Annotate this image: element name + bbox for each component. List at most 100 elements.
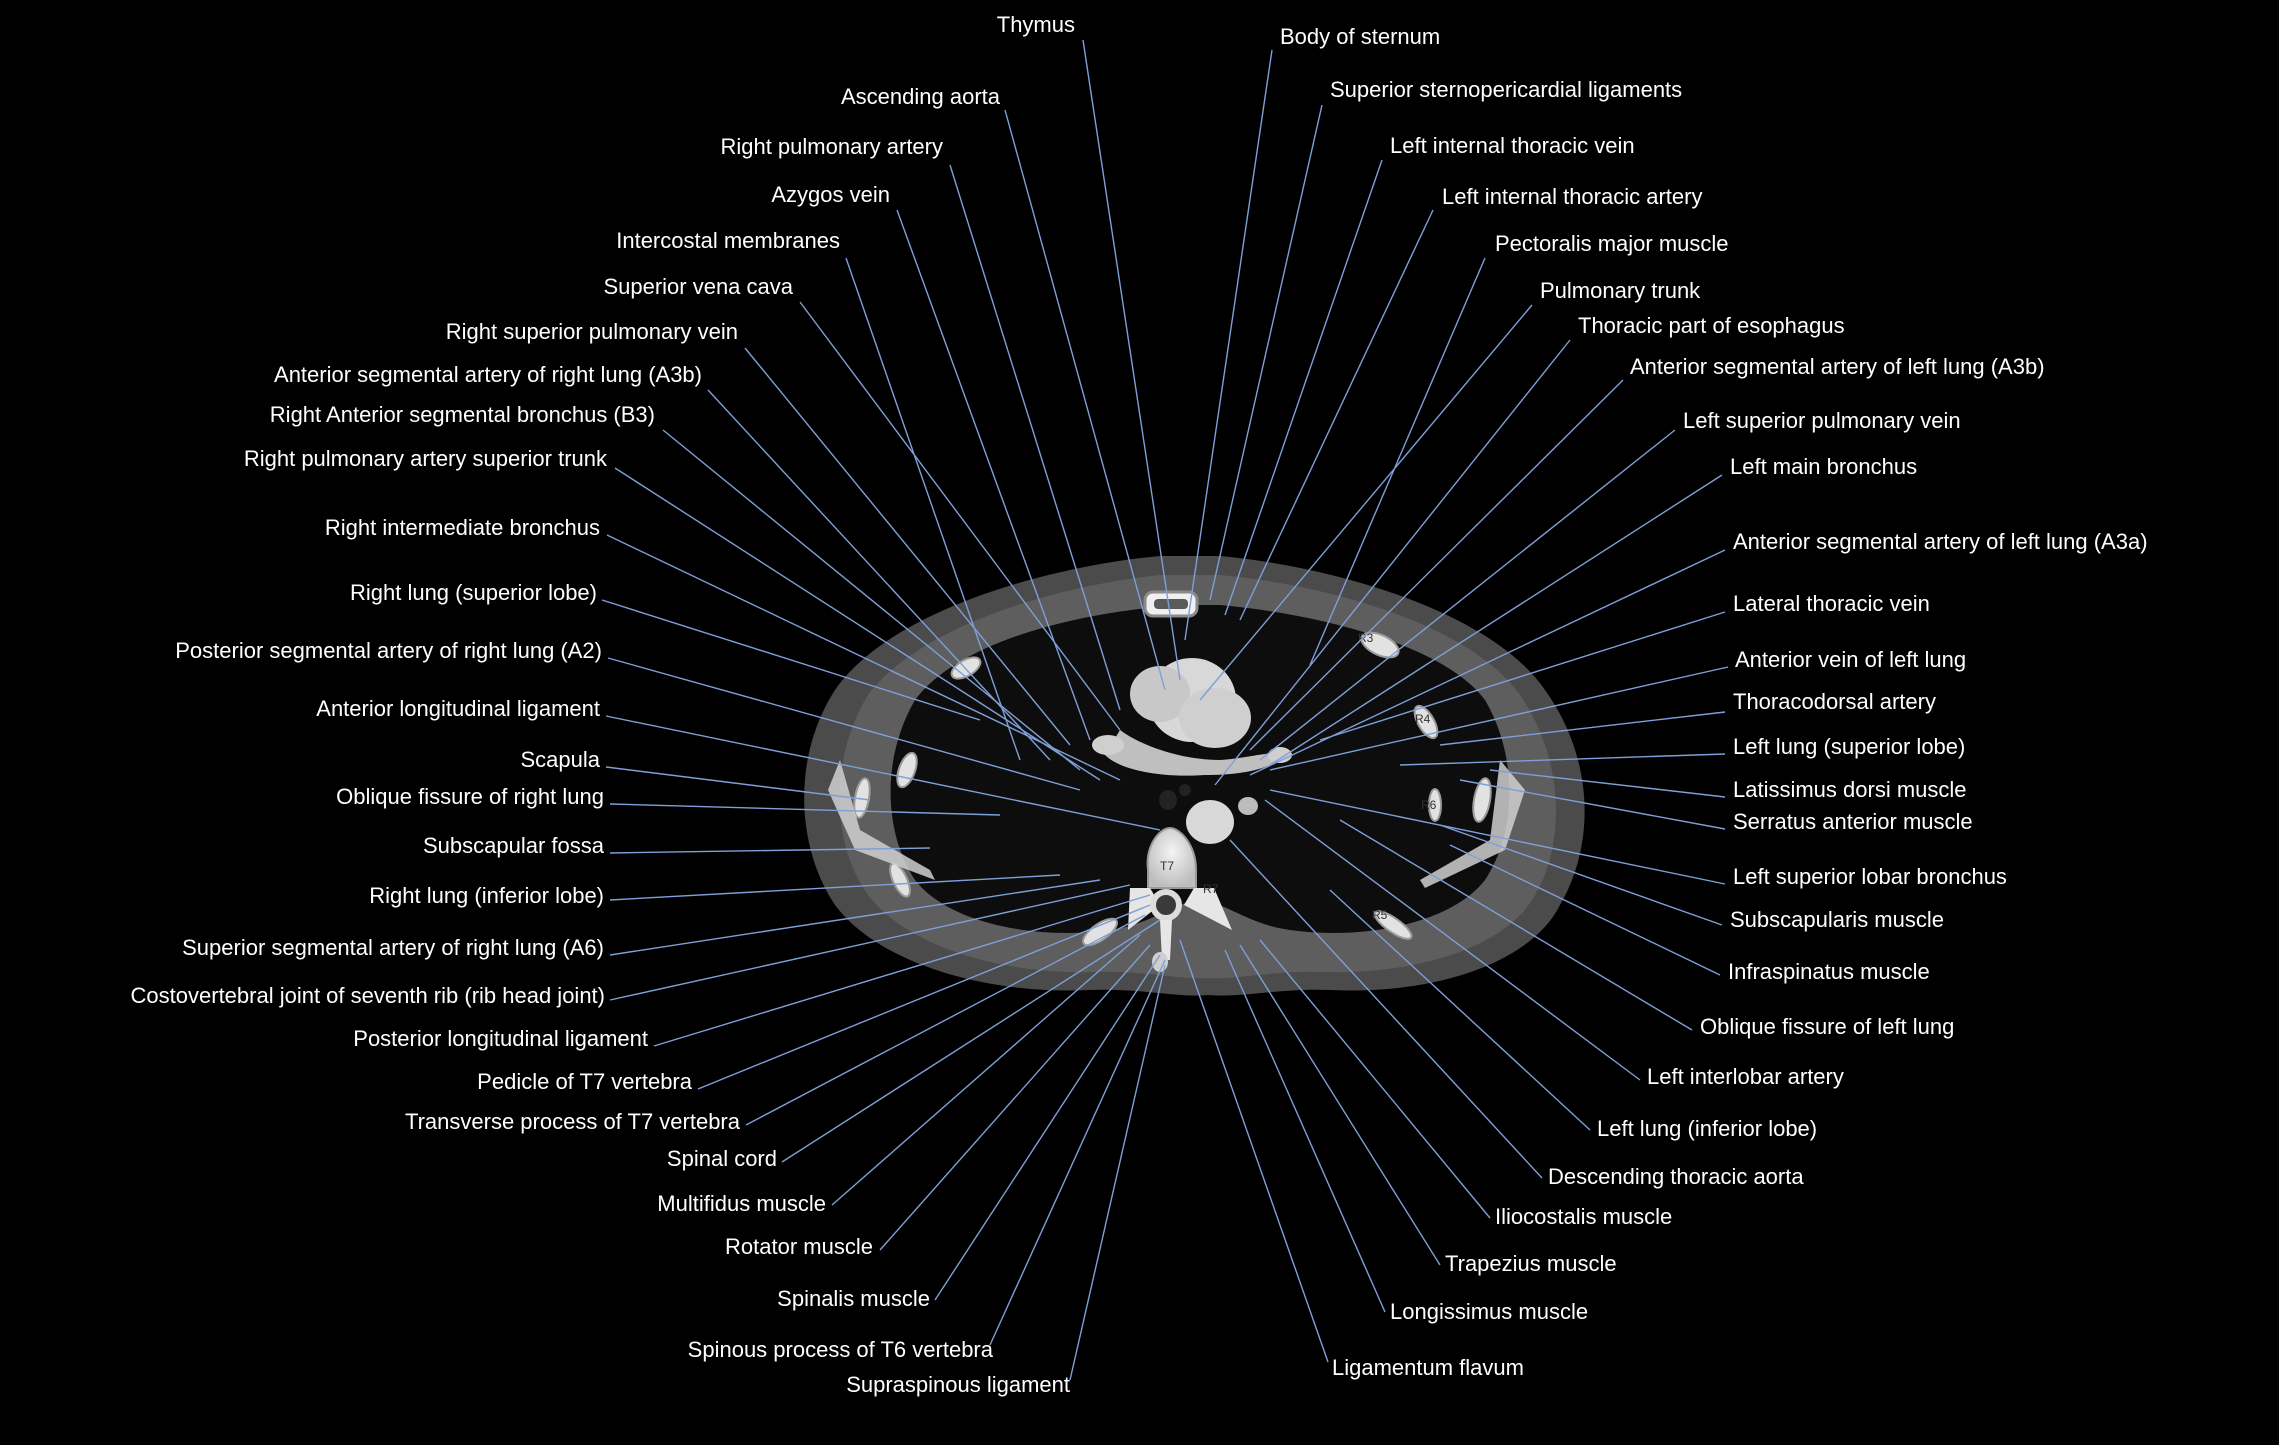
label-anterior-segmental-artery-of-right-lung-a3b: Anterior segmental artery of right lung … [274,362,702,387]
right-scapula [828,760,935,880]
leader-costovertebral-joint-of-seventh-rib-rib-head-joint [609,884,1131,1001]
leader-thoracodorsal-artery [1439,711,1726,746]
leader-right-pulmonary-artery-superior-trunk [614,467,1101,781]
label-ascending-aorta: Ascending aorta [841,84,1000,109]
label-pulmonary-trunk: Pulmonary trunk [1540,278,1701,303]
label-left-internal-thoracic-artery: Left internal thoracic artery [1442,184,1703,209]
label-multifidus-muscle: Multifidus muscle [657,1191,826,1216]
label-thoracodorsal-artery: Thoracodorsal artery [1733,689,1936,714]
label-left-lung-superior-lobe: Left lung (superior lobe) [1733,734,1966,759]
label-posterior-longitudinal-ligament: Posterior longitudinal ligament [353,1026,648,1051]
leader-right-superior-pulmonary-vein [744,347,1071,746]
label-serratus-anterior-muscle: Serratus anterior muscle [1733,809,1973,834]
leader-anterior-vein-of-left-lung [1269,666,1729,771]
leader-serratus-anterior-muscle [1459,779,1726,830]
ribs [853,631,1492,947]
label-latissimus-dorsi-muscle: Latissimus dorsi muscle [1733,777,1967,802]
leader-intercostal-membranes [845,257,1021,761]
label-anterior-longitudinal-ligament: Anterior longitudinal ligament [316,696,600,721]
label-anterior-segmental-artery-of-left-lung-a3b: Anterior segmental artery of left lung (… [1630,354,2045,379]
tag-t7: T7 [1160,859,1174,873]
leader-left-lung-superior-lobe [1399,753,1726,766]
label-right-anterior-segmental-bronchus-b3: Right Anterior segmental bronchus (B3) [269,402,655,427]
leader-pulmonary-trunk [1199,304,1533,701]
label-descending-thoracic-aorta: Descending thoracic aorta [1548,1164,1804,1189]
leader-transverse-process-of-t7-vertebra [745,914,1146,1126]
t7-vertebra [1128,826,1232,972]
label-right-pulmonary-artery-superior-trunk: Right pulmonary artery superior trunk [243,446,607,471]
label-body-of-sternum: Body of sternum [1280,24,1441,49]
label-left-internal-thoracic-vein: Left internal thoracic vein [1390,133,1635,158]
leader-posterior-longitudinal-ligament [653,894,1151,1047]
leader-superior-segmental-artery-of-right-lung-a6 [609,879,1101,956]
leader-right-lung-inferior-lobe [609,874,1061,901]
label-oblique-fissure-of-left-lung: Oblique fissure of left lung [1700,1014,1955,1039]
leader-superior-vena-cava [799,301,1121,731]
leader-lines [601,39,1729,1381]
tag-r4: R4 [1415,712,1431,726]
label-left-interlobar-artery: Left interlobar artery [1647,1064,1844,1089]
leader-thoracic-part-of-esophagus [1214,339,1571,786]
label-superior-vena-cava: Superior vena cava [603,274,793,299]
leader-superior-sternopericardial-ligaments [1209,104,1323,601]
label-trapezius-muscle: Trapezius muscle [1445,1251,1617,1276]
label-right-lung-inferior-lobe: Right lung (inferior lobe) [369,883,604,908]
left-scapula [1420,760,1525,888]
label-ligamentum-flavum: Ligamentum flavum [1332,1355,1524,1380]
label-spinalis-muscle: Spinalis muscle [777,1286,930,1311]
label-anterior-vein-of-left-lung: Anterior vein of left lung [1735,647,1967,672]
leader-iliocostalis-muscle [1259,939,1491,1219]
tag-r3: R3 [1358,631,1374,645]
label-transverse-process-of-t7-vertebra: Transverse process of T7 vertebra [404,1109,740,1134]
label-spinal-cord: Spinal cord [666,1146,777,1171]
label-thoracic-part-of-esophagus: Thoracic part of esophagus [1578,313,1845,338]
tag-r6: R6 [1421,798,1437,812]
leader-oblique-fissure-of-right-lung [609,803,1001,816]
label-right-pulmonary-artery: Right pulmonary artery [720,134,943,159]
leader-oblique-fissure-of-left-lung [1339,819,1693,1031]
leader-ascending-aorta [1004,109,1166,691]
label-pedicle-of-t7-vertebra: Pedicle of T7 vertebra [477,1069,692,1094]
label-left-superior-pulmonary-vein: Left superior pulmonary vein [1683,408,1961,433]
leader-supraspinous-ligament [1069,964,1166,1381]
label-right-superior-pulmonary-vein: Right superior pulmonary vein [445,319,738,344]
label-pectoralis-major-muscle: Pectoralis major muscle [1495,231,1729,256]
leader-spinal-cord [781,919,1161,1163]
label-right-lung-superior-lobe: Right lung (superior lobe) [349,580,597,605]
label-oblique-fissure-of-right-lung: Oblique fissure of right lung [336,784,604,809]
leader-spinalis-muscle [934,954,1161,1301]
leader-posterior-segmental-artery-of-right-lung-a2 [607,657,1081,791]
leader-trapezius-muscle [1239,944,1441,1266]
leader-spinous-process-of-t6-vertebra [989,959,1166,1346]
leader-pedicle-of-t7-vertebra [697,904,1151,1090]
leader-subscapularis-muscle [1439,824,1723,926]
leader-longissimus-muscle [1224,949,1386,1313]
label-intercostal-membranes: Intercostal membranes [616,228,840,253]
leader-latissimus-dorsi-muscle [1489,769,1726,798]
leader-thymus [1082,39,1181,681]
leader-left-main-bronchus [1269,474,1723,766]
leader-left-superior-lobar-bronchus [1269,789,1726,885]
leader-body-of-sternum [1184,49,1273,641]
label-thymus: Thymus [996,12,1075,37]
leader-pectoralis-major-muscle [1309,257,1486,666]
label-azygos-vein: Azygos vein [771,182,890,207]
tag-r5: R5 [1372,908,1388,922]
label-superior-segmental-artery-of-right-lung-a6: Superior segmental artery of right lung … [182,935,604,960]
label-left-main-bronchus: Left main bronchus [1730,454,1918,479]
label-posterior-segmental-artery-of-right-lung-a2: Posterior segmental artery of right lung… [175,638,602,663]
label-superior-sternopericardial-ligaments: Superior sternopericardial ligaments [1330,77,1683,102]
leader-left-interlobar-artery [1264,799,1641,1081]
leader-right-anterior-segmental-bronchus-b3 [662,429,1081,771]
label-costovertebral-joint-of-seventh-rib-rib-head-joint: Costovertebral joint of seventh rib (rib… [130,983,605,1008]
leader-scapula [605,766,871,801]
leader-left-internal-thoracic-artery [1239,209,1434,621]
leader-right-intermediate-bronchus [606,534,1121,781]
label-lateral-thoracic-vein: Lateral thoracic vein [1733,591,1930,616]
label-infraspinatus-muscle: Infraspinatus muscle [1728,959,1930,984]
label-iliocostalis-muscle: Iliocostalis muscle [1495,1204,1673,1229]
label-left-superior-lobar-bronchus: Left superior lobar bronchus [1733,864,2007,889]
leader-subscapular-fossa [609,847,931,854]
leader-ligamentum-flavum [1179,939,1329,1363]
